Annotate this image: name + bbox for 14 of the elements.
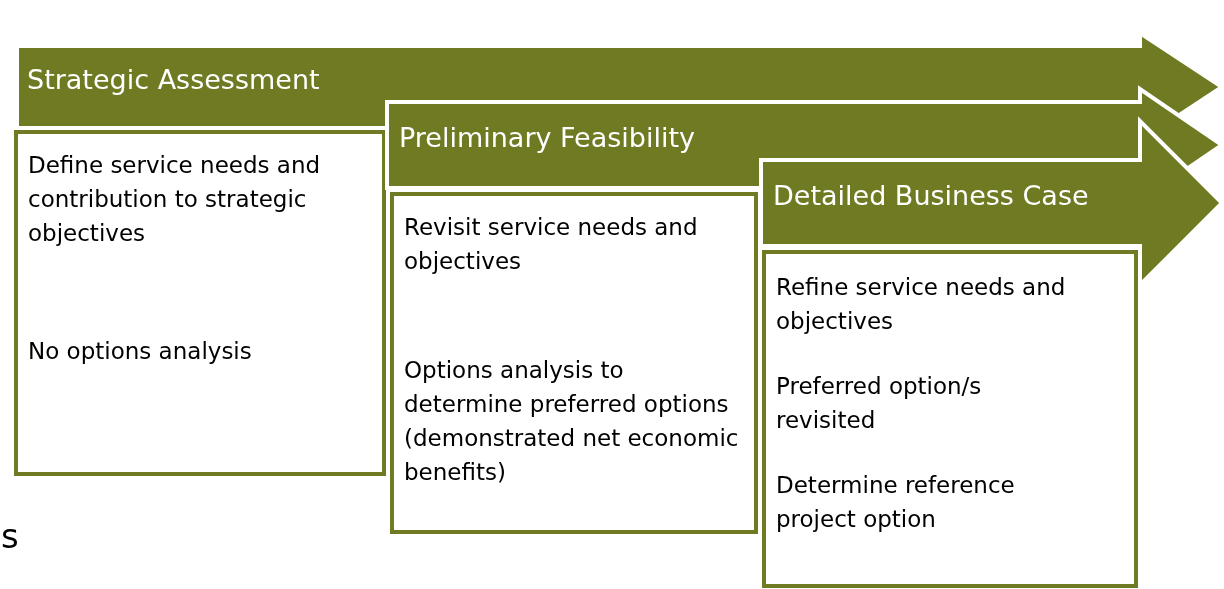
description-text: Options analysis to determine preferred options (demonstrated net economic benefits): [404, 356, 739, 487]
text-panel: [390, 192, 758, 534]
description-text: Define service needs and contribution to strategic objectives: [28, 151, 322, 248]
description-text: Refine service needs and objectives: [776, 273, 1067, 336]
text-panel: [14, 130, 386, 476]
description-text: Preferred option/s revisited: [776, 372, 983, 435]
description-text: No options analysis: [28, 337, 253, 366]
text-panel: [762, 250, 1138, 588]
description-text: Determine reference project option: [776, 471, 1016, 534]
text-fragment: s: [1, 516, 19, 556]
description-text: Revisit service needs and objectives: [404, 213, 699, 276]
stage-title: Preliminary Feasibility: [399, 122, 696, 153]
stage-title: Detailed Business Case: [773, 180, 1089, 211]
stage-title: Strategic Assessment: [27, 64, 320, 95]
